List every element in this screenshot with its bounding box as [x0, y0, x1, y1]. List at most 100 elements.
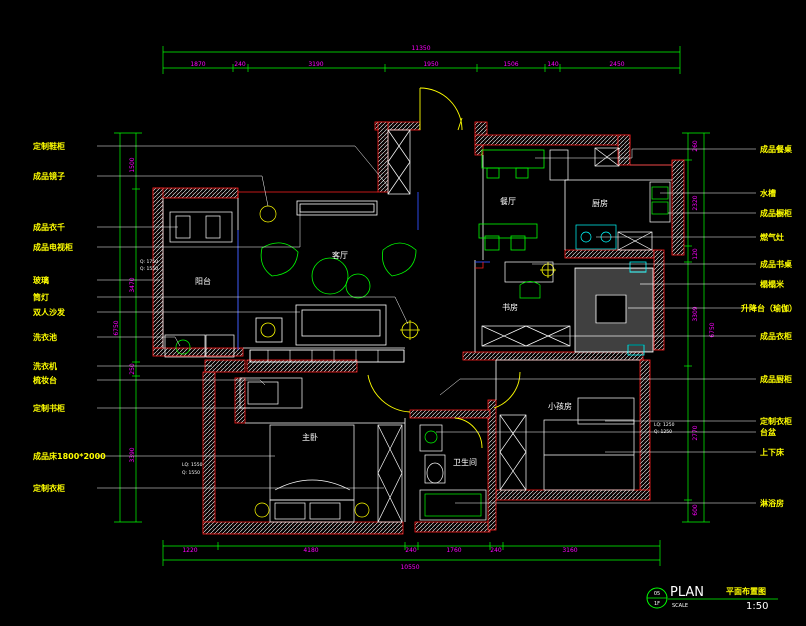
room-kitchen: 厨房	[592, 198, 608, 208]
annotation: Q: 1550	[182, 470, 200, 476]
bottom-dimensions	[162, 540, 661, 566]
study-furniture	[481, 261, 571, 347]
label-sofa: 双人沙发	[33, 307, 66, 317]
annotation: Q: 1550	[140, 266, 158, 272]
label-vanity: 梳妆台	[32, 375, 57, 385]
entry-door	[419, 87, 463, 131]
dim-top-seg: 1506	[503, 61, 518, 68]
room-dining: 餐厅	[500, 197, 516, 206]
room-bath: 卫生间	[453, 457, 477, 467]
label-basin: 台盆	[760, 427, 777, 437]
label-wardrobe: 定制衣柜	[32, 483, 65, 493]
label-glass: 玻璃	[33, 275, 49, 285]
dim-bottom-seg: 1220	[182, 547, 197, 554]
room-kids: 小孩房	[548, 401, 572, 411]
annotation: LQ: 1550	[182, 462, 203, 468]
label-custom-wardrobe: 定制衣柜	[759, 416, 792, 426]
label-tv-cabinet: 成品电视柜	[33, 242, 73, 252]
left-dimensions	[114, 132, 142, 523]
label-gas-stove: 燃气灶	[760, 232, 784, 242]
label-rack: 成品衣千	[33, 222, 65, 232]
label-washer: 洗衣机	[33, 361, 57, 371]
outline-blue	[237, 192, 490, 350]
dim-right-seg: 120	[692, 248, 699, 260]
shoe-cabinet	[387, 129, 411, 195]
dim-bottom-seg: 240	[490, 547, 502, 554]
dim-top-seg: 1870	[190, 61, 205, 68]
tv-cabinet	[249, 349, 405, 363]
label-kitchen-cabinet: 成品橱柜	[760, 208, 792, 218]
label-downlight: 筒灯	[33, 292, 49, 302]
label-laundry-sink: 洗衣池	[33, 332, 57, 342]
leader-lines-left	[97, 145, 409, 489]
label-shower: 淋浴房	[760, 498, 784, 508]
bath-door	[454, 417, 483, 449]
annotation: LQ: 1250	[654, 422, 675, 428]
walls	[152, 121, 685, 535]
dim-bottom-seg: 1760	[446, 547, 461, 554]
dim-top-seg: 240	[234, 61, 246, 68]
balcony-furniture	[164, 205, 277, 358]
dim-top-seg: 3190	[308, 61, 323, 68]
label-dining-table: 成品餐桌	[760, 144, 793, 154]
dim-left-seg: 250	[129, 363, 136, 375]
dining-table-set	[478, 149, 545, 251]
left-labels: 定制鞋柜 成品镜子 成品衣千 成品电视柜 玻璃 筒灯 双人沙发 洗衣池 洗衣机 …	[32, 141, 106, 493]
dim-bottom-seg: 4180	[303, 547, 318, 554]
dim-bottom-total: 10550	[400, 564, 419, 571]
right-labels: 成品餐桌 水槽 成品橱柜 燃气灶 成品书桌 榻榻米 升降台（瑜伽） 成品衣柜 成…	[741, 144, 797, 508]
dim-right-seg: 3309	[692, 306, 699, 321]
kitchen-cabinets	[549, 147, 671, 251]
master-door	[367, 374, 411, 413]
dim-top-seg: 2450	[609, 61, 624, 68]
label-mirror: 成品镜子	[33, 171, 65, 181]
dim-top-total: 11350	[411, 45, 430, 52]
living-furniture	[249, 200, 417, 363]
kids-door	[493, 371, 521, 409]
dim-left-seg: 3470	[129, 277, 136, 292]
dim-bottom-seg: 240	[405, 547, 417, 554]
annotation: Q: 1750	[140, 259, 158, 265]
label-bookcase: 定制书柜	[32, 403, 65, 413]
room-master: 主卧	[302, 432, 318, 442]
dim-left-total: 6750	[113, 320, 120, 335]
bathroom-fixtures	[419, 424, 487, 521]
title-block: 05 1F PLAN 平面布置图 SCALE 1:50	[646, 585, 778, 612]
label-bunk-bed: 上下床	[760, 447, 785, 457]
label-wardrobe-right: 成品衣柜	[760, 331, 792, 341]
room-balcony: 阳台	[195, 276, 211, 286]
dim-top-seg: 140	[547, 61, 559, 68]
label-lift-table: 升降台（瑜伽）	[741, 303, 797, 313]
label-bed: 成品床1800*2000	[33, 451, 106, 461]
outline-red	[237, 160, 673, 269]
dim-left-seg: 3390	[129, 447, 136, 462]
title-scale: 1:50	[746, 601, 768, 612]
title-code-top: 05	[654, 591, 660, 597]
top-dimensions	[162, 46, 681, 74]
dim-right-seg: 600	[692, 504, 699, 516]
label-sink: 水槽	[759, 188, 776, 198]
title-code-bottom: 1F	[654, 601, 660, 607]
title-name: 平面布置图	[726, 586, 766, 596]
leader-lines-right	[436, 148, 756, 504]
kids-furniture	[499, 397, 635, 491]
dim-left-seg: 1500	[129, 157, 136, 172]
dim-bottom-seg: 3160	[562, 547, 577, 554]
room-study: 书房	[502, 302, 518, 312]
label-desk: 成品书桌	[760, 259, 793, 269]
title-plan: PLAN	[670, 585, 704, 600]
dim-right-seg: 2770	[692, 425, 699, 440]
light-fixture	[400, 262, 556, 340]
label-cupboard: 成品厨柜	[760, 374, 792, 384]
dim-top-seg: 1950	[423, 61, 438, 68]
tatami	[574, 261, 654, 356]
dim-right-total: 6750	[709, 322, 716, 337]
right-dimensions	[682, 132, 710, 523]
label-tatami: 榻榻米	[760, 279, 785, 289]
dim-right-seg: 260	[692, 140, 699, 152]
title-scale-word: SCALE	[672, 603, 688, 609]
label-shoe-cabinet: 定制鞋柜	[32, 141, 65, 151]
master-furniture	[239, 377, 403, 523]
room-living: 客厅	[332, 250, 348, 260]
